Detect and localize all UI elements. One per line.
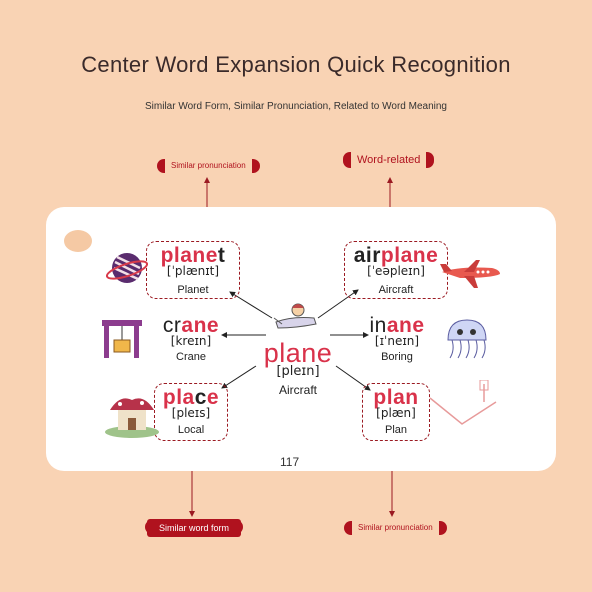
center-word-card: plane [pleɪn] Aircraft xyxy=(240,338,356,398)
meaning-crane: Crane xyxy=(176,351,206,363)
mushroom-house-icon xyxy=(105,398,159,438)
plan-book-icon xyxy=(429,380,497,425)
word-card-place: place [pleɪs] Local xyxy=(154,383,228,441)
word-airplane: airplane xyxy=(353,244,439,267)
word-card-crane: crane [kreɪn] Crane xyxy=(146,312,236,368)
meaning-plan: Plan xyxy=(384,424,408,436)
ipa-airplane: [ˈeəpleɪn] xyxy=(367,264,425,278)
meaning-inane: Boring xyxy=(381,351,413,363)
word-inane: inane xyxy=(369,314,425,337)
ipa-inane: [ɪˈneɪn] xyxy=(374,334,420,348)
word-place: place xyxy=(162,386,220,409)
tag-similar-pronunciation-top: Similar pronunciation xyxy=(157,158,260,174)
tag-similar-word-form: Similar word form xyxy=(144,519,244,537)
center-meaning: Aircraft xyxy=(278,383,317,397)
ipa-planet: [ˈplænɪt] xyxy=(166,264,220,278)
word-plan: plan xyxy=(373,386,419,409)
ipa-plan: [plæn] xyxy=(376,406,416,420)
pilot-plane-icon xyxy=(273,303,317,329)
center-word: plane xyxy=(263,338,333,368)
meaning-airplane: Aircraft xyxy=(378,284,414,296)
center-ipa: [pleɪn] xyxy=(276,364,320,379)
word-crane: crane xyxy=(162,314,220,337)
card-hole xyxy=(64,230,92,252)
tag-word-related: Word-related xyxy=(342,151,435,169)
tag-similar-pronunciation-bottom: Similar pronunciation xyxy=(344,520,447,536)
word-card-planet: planet [ˈplænɪt] Planet xyxy=(146,241,240,299)
page-subtitle: Similar Word Form, Similar Pronunciation… xyxy=(145,101,447,112)
ipa-crane: [kreɪn] xyxy=(170,334,212,348)
airplane-icon xyxy=(440,260,500,288)
word-card-inane: inane [ɪˈneɪn] Boring xyxy=(352,312,442,368)
word-card-airplane: airplane [ˈeəpleɪn] Aircraft xyxy=(344,241,448,299)
page-title: Center Word Expansion Quick Recognition xyxy=(81,52,511,77)
word-card-plan: plan [plæn] Plan xyxy=(362,383,430,441)
crane-icon xyxy=(102,320,142,358)
page-number: 117 xyxy=(280,455,300,469)
word-planet: planet xyxy=(160,244,226,267)
meaning-planet: Planet xyxy=(177,284,209,296)
jellyfish-icon xyxy=(447,319,487,359)
ipa-place: [pleɪs] xyxy=(171,406,211,420)
meaning-place: Local xyxy=(177,424,205,436)
planet-icon xyxy=(106,253,148,283)
